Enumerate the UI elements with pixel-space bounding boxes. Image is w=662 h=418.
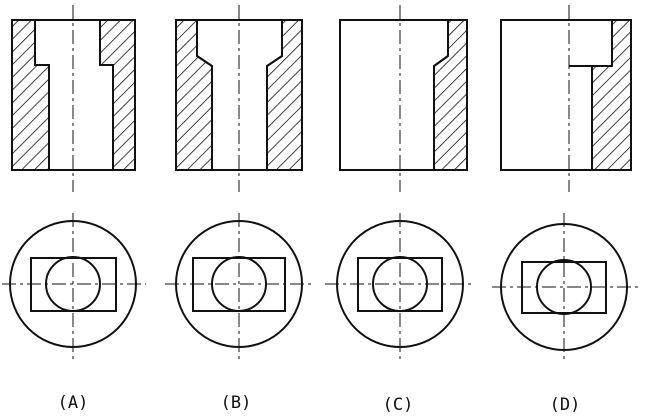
option-d-label: (D) xyxy=(550,395,581,415)
option-a-front-section-view xyxy=(11,19,136,171)
option-c-label: (C) xyxy=(383,395,414,415)
option-a-label: (A) xyxy=(58,393,89,413)
option-b-front-section-view xyxy=(175,19,303,171)
option-c-front-section-view xyxy=(339,19,468,171)
option-b-label: (B) xyxy=(221,393,252,413)
option-d-front-section-view xyxy=(500,19,632,171)
